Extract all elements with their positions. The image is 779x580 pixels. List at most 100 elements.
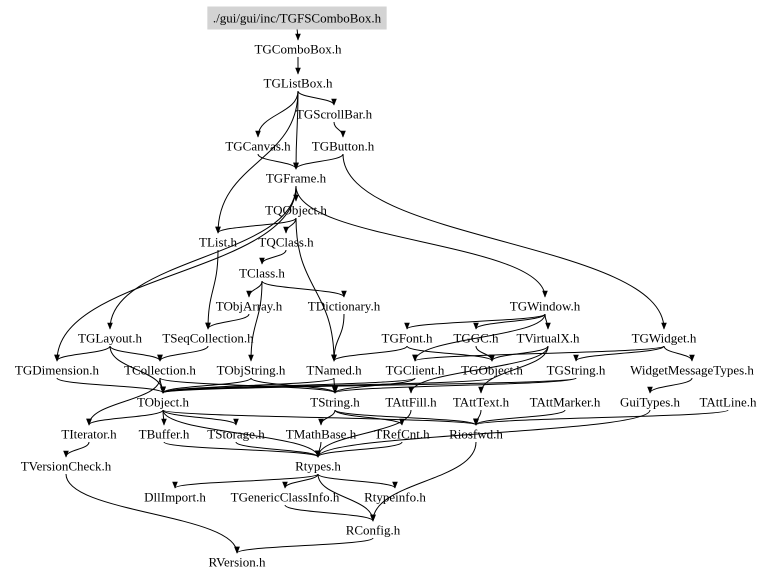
node-label: TGCanvas.h	[225, 139, 291, 154]
edge-tqclass-to-tclass	[259, 249, 287, 265]
node-label: TNamed.h	[306, 363, 362, 378]
node-tclass: TClass.h	[239, 266, 285, 281]
node-tobjarray: TObjArray.h	[216, 299, 283, 314]
node-label: WidgetMessageTypes.h	[630, 363, 754, 378]
node-tattfill: TAttFill.h	[385, 395, 437, 410]
edge-tstring-to-trefcnt	[334, 409, 405, 426]
edge-titerator-to-tversioncheck	[63, 441, 90, 458]
edge-tobject-to-tstorage	[162, 409, 239, 426]
node-tgclient: TGClient.h	[386, 363, 445, 378]
edge-tglistbox-to-tgscrollbar	[297, 90, 337, 106]
node-tstorage: TStorage.h	[207, 427, 265, 442]
node-tgdimension: TGDimension.h	[15, 363, 100, 378]
node-tgscrollbar: TGScrollBar.h	[296, 107, 373, 122]
edge-tobject-to-titerator	[86, 409, 164, 426]
edge-rtypes-to-rtypeinfo	[317, 473, 398, 489]
node-label: TGListBox.h	[264, 76, 333, 91]
edge-tclass-to-tobjarray	[246, 280, 263, 298]
edge-tglistbox-to-tgcanvas	[255, 90, 299, 138]
node-label: TVirtualX.h	[516, 331, 580, 346]
edge-tcollection-to-titerator	[86, 377, 161, 426]
node-label: TAttFill.h	[385, 395, 437, 410]
node-tgstring: TGString.h	[547, 363, 606, 378]
edge-tstring-to-riosfwd	[334, 409, 479, 426]
node-tmathbase: TMathBase.h	[286, 427, 357, 442]
edge-rtypes-to-tgenericclassinfo	[282, 473, 319, 489]
node-label: Rtypeinfo.h	[364, 490, 426, 505]
node-tbuffer: TBuffer.h	[139, 427, 190, 442]
node-tggc: TGGC.h	[453, 331, 499, 346]
edge-tgwidget-to-tgstring	[573, 345, 665, 362]
edge-tvirtualx-to-tgobject	[489, 345, 549, 362]
edge-tgwidget-to-widgetmessagetypes	[663, 345, 695, 362]
node-tgcanvas: TGCanvas.h	[225, 139, 291, 154]
node-tgframe: TGFrame.h	[266, 171, 327, 186]
node-tgobject: TGObject.h	[461, 363, 523, 378]
node-tqclass: TQClass.h	[258, 235, 314, 250]
edge-tobject-to-riosfwd	[162, 409, 479, 426]
node-label: TGGC.h	[453, 331, 499, 346]
edge-tattfill-to-rtypes	[315, 409, 412, 458]
node-label: ./gui/gui/inc/TGFSComboBox.h	[213, 11, 382, 26]
node-label: TClass.h	[239, 266, 285, 281]
edge-tgwindow-to-tvirtualx	[544, 313, 551, 330]
edge-rtypes-to-dllimport	[172, 473, 319, 489]
node-label: TGLayout.h	[78, 331, 142, 346]
edge-tobject-to-rtypes	[162, 409, 321, 458]
node-tgcombobox: TGComboBox.h	[254, 42, 342, 57]
edge-tgscrollbar-to-tgbutton	[333, 121, 346, 138]
node-tglistbox: TGListBox.h	[264, 76, 333, 91]
node-label: GuiTypes.h	[620, 395, 681, 410]
node-label: TGenericClassInfo.h	[231, 490, 340, 505]
node-label: TGWindow.h	[510, 299, 581, 314]
node-label: TAttText.h	[453, 395, 510, 410]
edge-tgwindow-to-tgfont	[404, 313, 546, 330]
edge-tgstring-to-tstring	[332, 377, 577, 394]
node-tgwindow: TGWindow.h	[510, 299, 581, 314]
node-label: DllImport.h	[144, 490, 206, 505]
edge-tbuffer-to-rtypes	[163, 441, 321, 458]
edge-tgenericclassinfo-to-rconfig	[284, 504, 376, 522]
edge-tattline-to-riosfwd	[473, 409, 729, 426]
edge-tgframe-to-tgwindow	[295, 185, 548, 298]
node-tnamed: TNamed.h	[306, 363, 362, 378]
node-label: Riosfwd.h	[449, 427, 503, 442]
node-tvirtualx: TVirtualX.h	[516, 331, 580, 346]
edge-tdictionary-to-tnamed	[331, 313, 345, 362]
node-label: Rtypes.h	[295, 459, 341, 474]
node-tgbutton: TGButton.h	[312, 139, 375, 154]
node-rtypes: Rtypes.h	[295, 459, 341, 474]
node-label: TObjString.h	[217, 363, 286, 378]
node-riosfwd: Riosfwd.h	[449, 427, 503, 442]
node-label: TGButton.h	[312, 139, 375, 154]
node-label: TMathBase.h	[286, 427, 357, 442]
node-label: TBuffer.h	[139, 427, 190, 442]
node-label: TGWidget.h	[632, 331, 697, 346]
edge-tseqcollection-to-tcollection	[157, 345, 209, 362]
node-dllimport: DllImport.h	[144, 490, 206, 505]
edge-tobjarray-to-tseqcollection	[205, 313, 250, 330]
edge-guitypes-to-rtypes	[315, 409, 651, 458]
node-tobject: TObject.h	[137, 395, 190, 410]
node-label: TObjArray.h	[216, 299, 283, 314]
node-label: TGClient.h	[386, 363, 445, 378]
node-label: TList.h	[199, 235, 237, 250]
edge-tstring-to-tmathbase	[318, 409, 336, 426]
edge-tgfont-to-tnamed	[331, 345, 408, 362]
node-tseqcollection: TSeqCollection.h	[162, 331, 254, 346]
node-tattline: TAttLine.h	[699, 395, 757, 410]
node-label: TGFrame.h	[266, 171, 327, 186]
node-label: TGComboBox.h	[254, 42, 342, 57]
node-label: TString.h	[310, 395, 360, 410]
node-tqobject: TQObject.h	[265, 203, 327, 218]
node-label: TAttLine.h	[699, 395, 757, 410]
edge-rconfig-to-rversion	[234, 537, 374, 554]
edge-tgstring-to-tobject	[160, 377, 577, 394]
node-rversion: RVersion.h	[208, 555, 266, 570]
node-label: TRefCnt.h	[374, 427, 430, 442]
edge-tqobject-to-tlist	[215, 217, 297, 234]
edge-tattmarker-to-riosfwd	[473, 409, 566, 426]
node-label: TIterator.h	[61, 427, 117, 442]
header-nodes: ./gui/gui/inc/TGFSComboBox.hTGComboBox.h…	[15, 6, 757, 570]
edge-tqobject-to-tnamed	[295, 217, 337, 362]
